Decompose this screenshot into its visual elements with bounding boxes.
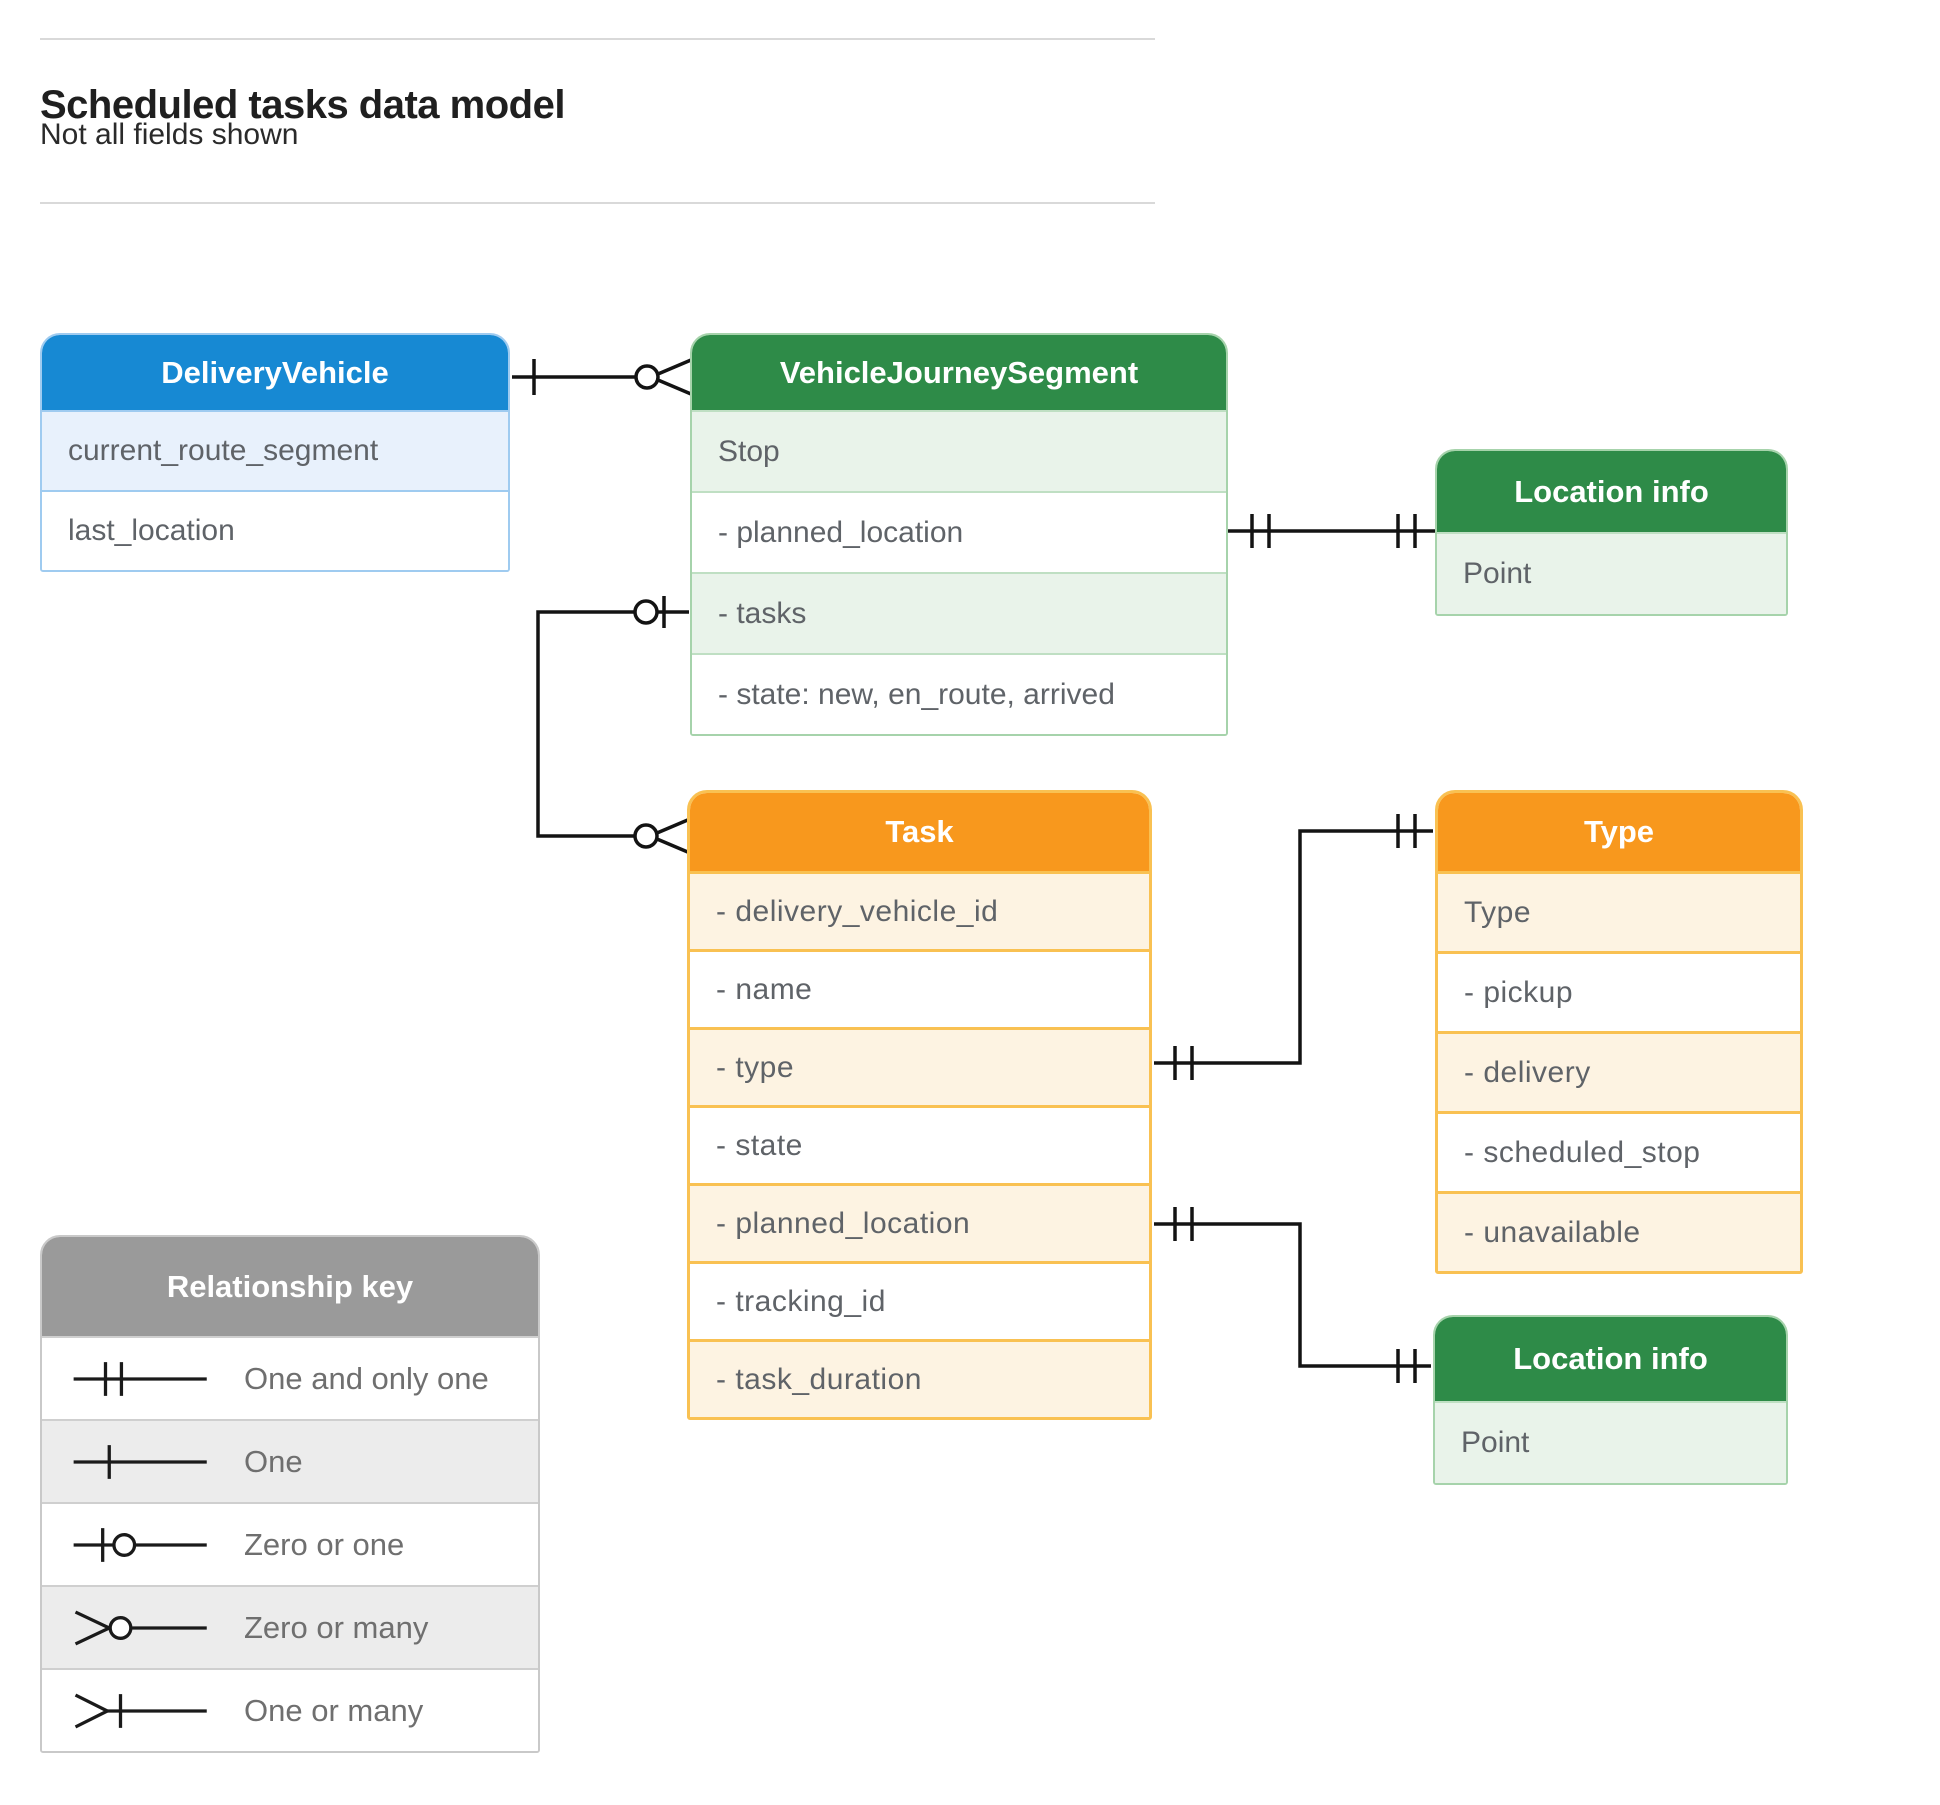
entity-field: - delivery xyxy=(1438,1031,1800,1111)
entity-task: Task- delivery_vehicle_id- name- type- s… xyxy=(687,790,1152,1420)
legend-item-label: Zero or many xyxy=(244,1609,429,1645)
legend-item-zero-or-one: Zero or one xyxy=(42,1502,538,1585)
entity-title: Type xyxy=(1438,793,1800,871)
entity-field: - type xyxy=(690,1027,1149,1105)
entity-field: - pickup xyxy=(1438,951,1800,1031)
entity-field: - delivery_vehicle_id xyxy=(690,871,1149,949)
entity-title: Location info xyxy=(1437,451,1786,532)
entity-field: Type xyxy=(1438,871,1800,951)
entity-field: last_location xyxy=(42,490,508,570)
entity-title: DeliveryVehicle xyxy=(42,335,508,410)
entity-title: VehicleJourneySegment xyxy=(692,335,1226,410)
entity-field: Point xyxy=(1437,532,1786,614)
entity-title: Task xyxy=(690,793,1149,871)
connector-deliveryvehicle-vehiclejourneysegment xyxy=(512,358,692,396)
entity-field: - state: new, en_route, arrived xyxy=(692,653,1226,734)
zero-or-many-icon xyxy=(74,1610,207,1645)
legend-item-label: Zero or one xyxy=(244,1526,405,1562)
legend-item-label: One and only one xyxy=(244,1360,489,1396)
page-title: Scheduled tasks data model xyxy=(40,82,565,127)
one-or-many-icon xyxy=(74,1693,207,1728)
entity-field: - tracking_id xyxy=(690,1261,1149,1339)
entity-field: - tasks xyxy=(692,572,1226,653)
legend-item-zero-or-many: Zero or many xyxy=(42,1585,538,1668)
connector-taskplannedlocation-locationinfo-bottom xyxy=(1154,1207,1431,1383)
legend-item-one-and-only-one: One and only one xyxy=(42,1336,538,1419)
legend-title: Relationship key xyxy=(42,1237,538,1336)
legend-item-one-or-many: One or many xyxy=(42,1668,538,1751)
subtitle-divider xyxy=(40,202,1155,204)
page-subtitle: Not all fields shown xyxy=(40,118,299,151)
entity-field: Point xyxy=(1435,1401,1786,1483)
entity-title: Location info xyxy=(1435,1317,1786,1401)
entity-field: - name xyxy=(690,949,1149,1027)
connector-tasks-task xyxy=(536,596,691,855)
connector-tasktype-type xyxy=(1154,814,1433,1080)
zero-or-one-icon xyxy=(73,1527,207,1562)
entity-field: current_route_segment xyxy=(42,410,508,490)
entity-field: Stop xyxy=(692,410,1226,491)
entity-field: - planned_location xyxy=(690,1183,1149,1261)
one-and-only-one-icon xyxy=(73,1361,207,1396)
entity-field: - planned_location xyxy=(692,491,1226,572)
connector-plannedlocation-locationinfo-top xyxy=(1228,514,1435,548)
legend-item-label: One xyxy=(244,1443,303,1479)
one-icon xyxy=(73,1444,207,1479)
top-divider xyxy=(40,38,1155,40)
entity-field: - scheduled_stop xyxy=(1438,1111,1800,1191)
entity-field: - state xyxy=(690,1105,1149,1183)
entity-field: - unavailable xyxy=(1438,1191,1800,1271)
entity-field: - task_duration xyxy=(690,1339,1149,1417)
legend-item-one: One xyxy=(42,1419,538,1502)
legend-item-label: One or many xyxy=(244,1692,424,1728)
